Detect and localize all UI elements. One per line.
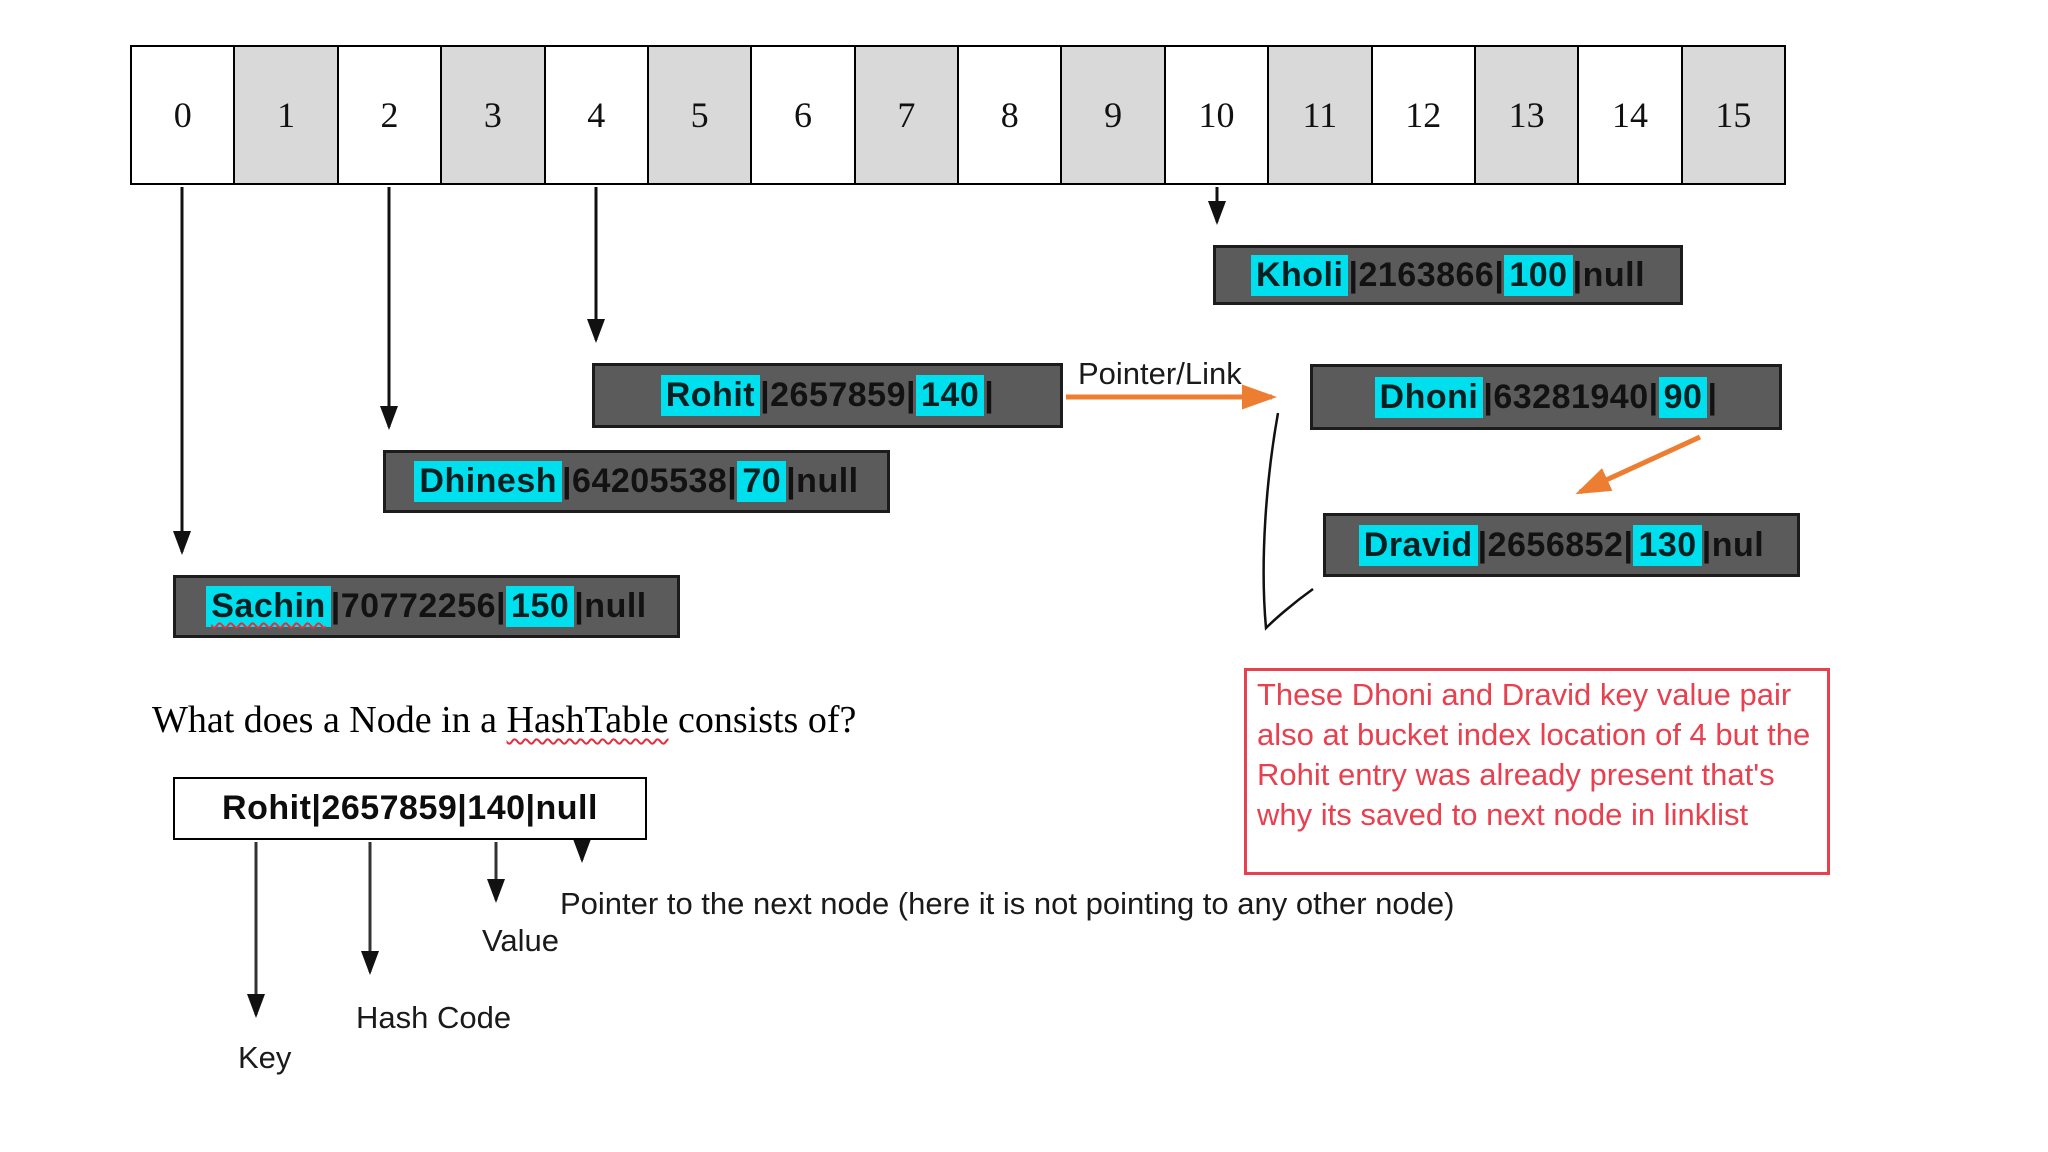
pointer-next-label: Pointer to the next node (here it is not… bbox=[560, 886, 1455, 921]
pointer-link-label: Pointer/Link bbox=[1078, 356, 1242, 391]
bucket-array: 0 1 2 3 4 5 6 7 8 9 10 11 12 13 14 15 bbox=[130, 45, 1786, 185]
node-sachin-key: Sachin bbox=[206, 586, 331, 627]
node-dravid-value: 130 bbox=[1633, 524, 1702, 566]
node-dhoni-hash: |63281940| bbox=[1483, 377, 1659, 416]
bucket-1: 1 bbox=[235, 47, 339, 183]
bucket-3: 3 bbox=[442, 47, 546, 183]
question-suffix: consists of? bbox=[668, 699, 857, 741]
bucket-6: 6 bbox=[752, 47, 856, 183]
bucket-11: 11 bbox=[1269, 47, 1373, 183]
bucket-13: 13 bbox=[1475, 47, 1580, 183]
node-dhinesh-value: 70 bbox=[737, 461, 787, 502]
node-rohit-tail: | bbox=[984, 376, 995, 414]
value-label: Value bbox=[482, 923, 559, 958]
node-dravid-hash: |2656852| bbox=[1477, 525, 1634, 564]
bucket-0: 0 bbox=[132, 47, 236, 183]
node-rohit: Rohit|2657859|140| bbox=[592, 363, 1063, 428]
bucket-14: 14 bbox=[1579, 47, 1683, 183]
question-hashtable-word: HashTable bbox=[506, 699, 669, 741]
note-box: These Dhoni and Dravid key value pair al… bbox=[1244, 668, 1830, 875]
node-sachin-tail: |null bbox=[574, 587, 647, 625]
bucket-5: 5 bbox=[648, 47, 753, 183]
node-kholi-value: 100 bbox=[1504, 254, 1573, 296]
bucket-4: 4 bbox=[545, 47, 649, 183]
node-dhoni: Dhoni|63281940|90| bbox=[1310, 364, 1782, 430]
bucket-7: 7 bbox=[855, 47, 959, 183]
node-dravid-tail: |nul bbox=[1701, 525, 1765, 564]
node-dhinesh-hash: |64205538| bbox=[562, 462, 738, 500]
callout-curve bbox=[1262, 412, 1314, 631]
node-dhoni-key: Dhoni bbox=[1374, 376, 1484, 418]
node-sachin-value: 150 bbox=[506, 586, 575, 627]
node-dhinesh: Dhinesh|64205538|70|null bbox=[383, 450, 890, 513]
node-dhinesh-tail: |null bbox=[786, 462, 859, 500]
bucket-12: 12 bbox=[1372, 47, 1476, 183]
node-kholi-key: Kholi bbox=[1250, 254, 1349, 296]
node-dhinesh-key: Dhinesh bbox=[414, 461, 563, 502]
bucket-10: 10 bbox=[1165, 47, 1270, 183]
node-kholi-tail: |null bbox=[1572, 255, 1646, 294]
key-label: Key bbox=[238, 1040, 292, 1075]
node-sachin: Sachin|70772256|150|null bbox=[173, 575, 680, 638]
node-rohit-value: 140 bbox=[916, 375, 985, 416]
hash-code-label: Hash Code bbox=[356, 1000, 512, 1035]
example-node: Rohit|2657859|140|null bbox=[173, 777, 647, 840]
node-kholi: Kholi|2163866|100|null bbox=[1213, 245, 1683, 305]
node-kholi-hash: |2163866| bbox=[1348, 255, 1505, 294]
bucket-8: 8 bbox=[959, 47, 1063, 183]
node-sachin-hash: |70772256| bbox=[330, 587, 507, 625]
node-rohit-hash: |2657859| bbox=[760, 376, 916, 414]
node-dhoni-tail: | bbox=[1707, 377, 1718, 416]
node-dravid-key: Dravid bbox=[1358, 524, 1478, 566]
node-dhoni-value: 90 bbox=[1658, 376, 1708, 418]
question-prefix: What does a Node in a bbox=[152, 699, 507, 741]
node-rohit-key: Rohit bbox=[660, 375, 761, 416]
node-dravid: Dravid|2656852|130|nul bbox=[1323, 513, 1800, 577]
arrow-dhoni-to-dravid bbox=[1575, 434, 1702, 495]
question-text: What does a Node in a HashTable consists… bbox=[152, 698, 856, 742]
bucket-15: 15 bbox=[1682, 47, 1784, 183]
bucket-9: 9 bbox=[1062, 47, 1166, 183]
bucket-2: 2 bbox=[338, 47, 443, 183]
